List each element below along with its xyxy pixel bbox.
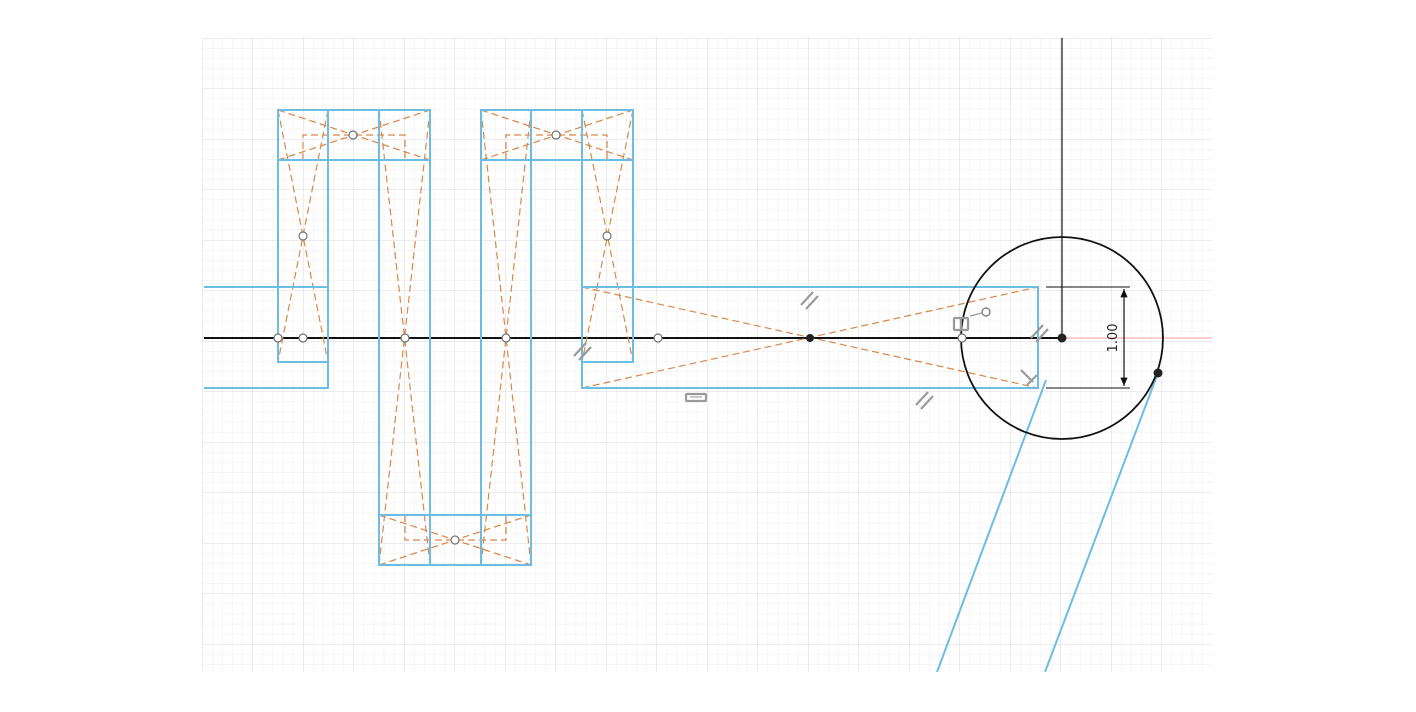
coincident-icon[interactable] (952, 312, 983, 332)
horizontal-icon[interactable] (684, 392, 708, 403)
dimension-value[interactable]: 1.00 (1106, 324, 1121, 353)
sketch-grid (202, 38, 1212, 672)
perpendicular-icon[interactable] (1020, 369, 1038, 386)
dimension-annotation[interactable]: 1.00 (1046, 286, 1130, 389)
parallel-icon[interactable] (800, 291, 819, 310)
parallel-icon[interactable] (1030, 324, 1049, 343)
sketch-profiles[interactable] (204, 109, 1159, 673)
parallel-icon[interactable] (915, 391, 934, 410)
sketch-points[interactable] (273, 130, 1163, 545)
parallel-icon[interactable] (573, 342, 592, 361)
